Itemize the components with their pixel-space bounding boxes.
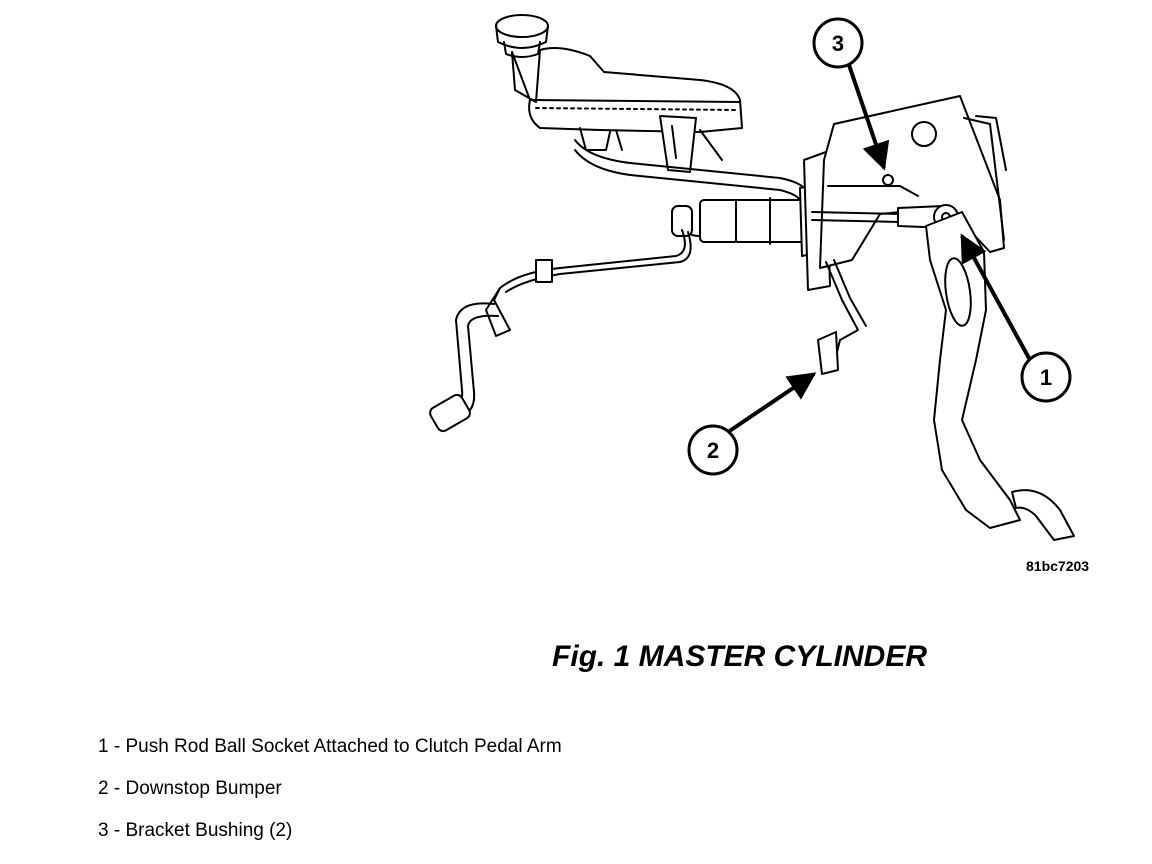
figure-code: 81bc7203 — [1026, 558, 1090, 574]
legend-item-2: 2 - Downstop Bumper — [98, 777, 562, 819]
reservoir-cap — [495, 14, 549, 58]
callout-2: 2 — [687, 424, 739, 476]
master-cylinder-illustration: 1 2 3 — [429, 14, 1075, 541]
downstop-bumper-part — [817, 259, 867, 375]
legend-item-3: 3 - Bracket Bushing (2) — [98, 819, 562, 861]
callout-1-arrow — [960, 233, 1032, 361]
callout-3-number: 3 — [832, 31, 844, 56]
fluid-reservoir — [511, 47, 743, 173]
legend-number: 1 — [98, 736, 109, 757]
legend-separator: - — [108, 778, 126, 799]
callout-3-arrow — [846, 61, 890, 171]
legend-separator: - — [108, 820, 126, 841]
legend-text: Push Rod Ball Socket Attached to Clutch … — [125, 736, 562, 757]
reservoir-hose — [574, 139, 807, 201]
figure-caption: Fig. 1 MASTER CYLINDER — [552, 640, 928, 673]
legend-separator: - — [108, 736, 126, 757]
legend-text: Bracket Bushing (2) — [125, 820, 293, 841]
legend-number: 2 — [98, 778, 109, 799]
legend-number: 3 — [98, 820, 109, 841]
legend-text: Downstop Bumper — [125, 778, 282, 799]
callout-3: 3 — [812, 17, 864, 69]
callout-1: 1 — [1020, 351, 1072, 403]
master-cylinder-body — [671, 151, 831, 291]
callout-1-number: 1 — [1040, 365, 1052, 390]
bracket-bushing-dot — [882, 174, 894, 186]
hydraulic-line — [429, 229, 692, 433]
legend: 1 - Push Rod Ball Socket Attached to Clu… — [98, 735, 562, 861]
callout-2-number: 2 — [707, 438, 719, 463]
legend-item-1: 1 - Push Rod Ball Socket Attached to Clu… — [98, 735, 562, 777]
clutch-pedal-arm — [925, 211, 1075, 541]
callout-2-arrow — [726, 372, 817, 434]
